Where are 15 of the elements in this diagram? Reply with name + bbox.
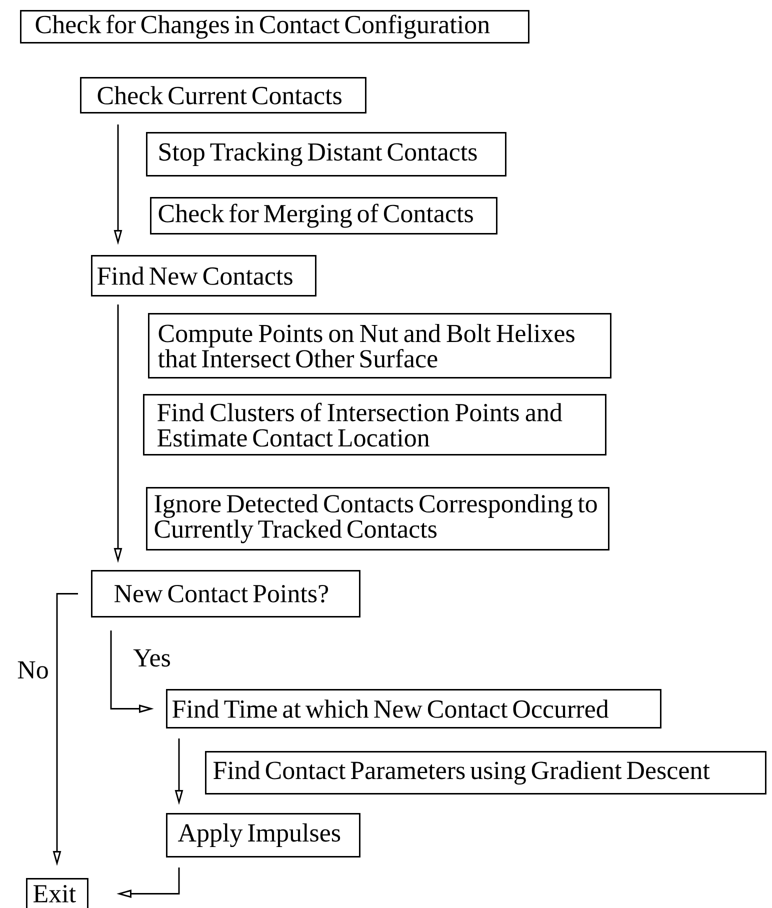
process-box: Check Current Contacts [80, 77, 366, 114]
process-box: Compute Points on Nut and Bolt Helixes that Intersect Other Surface [148, 313, 612, 378]
process-box: Check for Merging of Contacts [150, 197, 498, 234]
process-box: New Contact Points? [91, 570, 360, 618]
process-box: Find New Contacts [91, 255, 316, 296]
process-box: Find Contact Parameters using Gradient Descent [205, 751, 766, 794]
process-box: Apply Impulses [166, 813, 360, 858]
process-box: Find Time at which New Contact Occurred [166, 689, 662, 728]
process-box: Ignore Detected Contacts Corresponding to Currently Tracked Contacts [146, 487, 610, 550]
process-box: Stop Tracking Distant Contacts [146, 132, 506, 176]
process-box: Exit [26, 878, 88, 908]
process-box: Check for Changes in Contact Configuration [20, 10, 530, 44]
edge-label: No [16, 660, 50, 680]
process-box: Find Clusters of Intersection Points and Estimate Contact Location [143, 394, 606, 456]
edge-label: Yes [132, 648, 172, 668]
